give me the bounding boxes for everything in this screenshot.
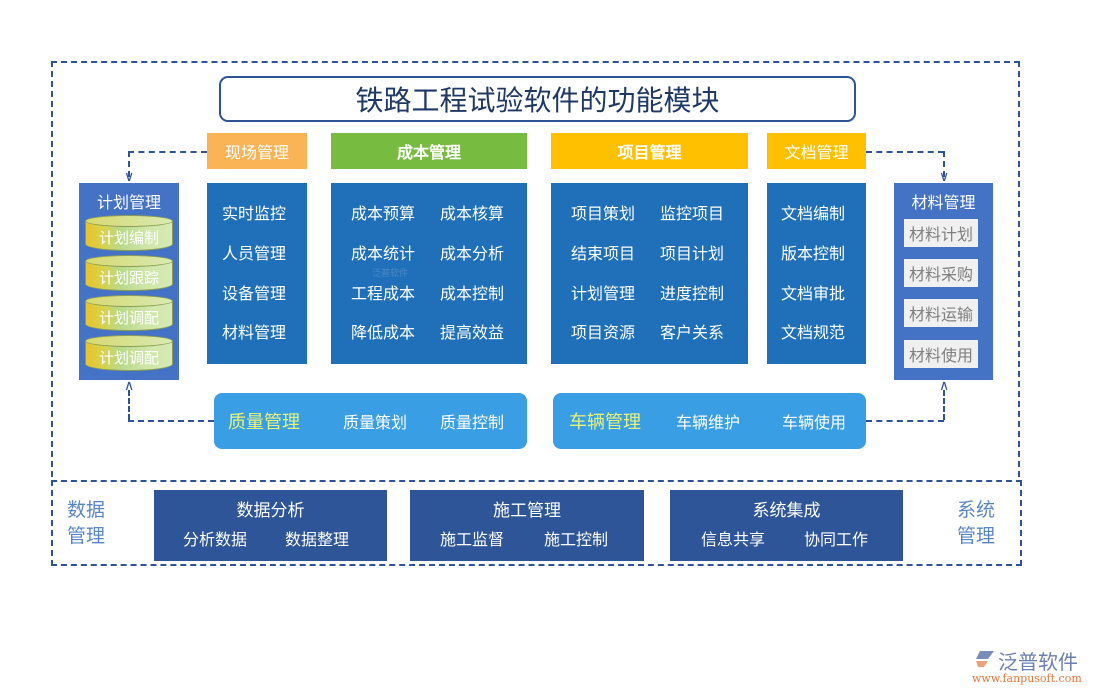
cost-management-header: 成本管理 bbox=[331, 133, 527, 169]
vehicle-management-bar: 车辆管理 车辆维护 车辆使用 bbox=[553, 393, 866, 449]
vehicle-management-header: 车辆管理 bbox=[569, 412, 641, 433]
cost-management-panel: 成本预算 成本核算 成本统计 成本分析 工程成本 成本控制 降低成本 提高效益 bbox=[331, 183, 527, 364]
module-item: 成本控制 bbox=[440, 284, 505, 303]
connector-line bbox=[943, 390, 945, 420]
data-analysis-box: 数据分析 分析数据 数据整理 bbox=[154, 490, 387, 561]
data-management-label: 数据 管理 bbox=[62, 497, 110, 549]
module-item: 材料采购 bbox=[904, 259, 978, 287]
module-item: 提高效益 bbox=[440, 323, 505, 342]
module-item: 计划管理 bbox=[571, 284, 636, 303]
system-management-label: 系统 管理 bbox=[952, 497, 1000, 549]
box-item: 施工控制 bbox=[544, 530, 609, 549]
module-item: 车辆维护 bbox=[676, 413, 741, 432]
box-title: 数据分析 bbox=[236, 501, 305, 521]
module-item: 质量策划 bbox=[343, 413, 408, 432]
module-item: 成本分析 bbox=[440, 244, 505, 263]
module-item: 设备管理 bbox=[222, 284, 287, 303]
module-item: 计划调配 bbox=[98, 349, 159, 367]
module-item: 质量控制 bbox=[440, 413, 505, 432]
connector-line bbox=[128, 151, 207, 153]
module-item: 材料管理 bbox=[222, 323, 287, 342]
company-logo: 泛普软件 www.fanpusoft.com bbox=[970, 646, 1090, 690]
module-item: 车辆使用 bbox=[782, 413, 847, 432]
document-management-panel: 文档编制 版本控制 文档审批 文档规范 bbox=[767, 183, 866, 364]
box-item: 施工监督 bbox=[440, 530, 505, 549]
module-item: 结束项目 bbox=[571, 244, 636, 263]
connector-line bbox=[866, 420, 944, 422]
module-item: 文档规范 bbox=[781, 323, 846, 342]
module-item: 人员管理 bbox=[222, 244, 287, 263]
connector-line bbox=[128, 420, 214, 422]
label-line: 管理 bbox=[66, 525, 105, 547]
box-title: 系统集成 bbox=[752, 501, 821, 521]
module-item: 计划编制 bbox=[98, 229, 159, 247]
cylinder-item: 计划调配 bbox=[85, 335, 173, 371]
site-management-panel: 实时监控 人员管理 设备管理 材料管理 bbox=[207, 183, 307, 364]
module-item: 材料运输 bbox=[904, 299, 978, 327]
box-item: 协同工作 bbox=[804, 530, 869, 549]
cylinder-item: 计划编制 bbox=[85, 215, 173, 251]
module-item: 监控项目 bbox=[660, 204, 725, 223]
box-item: 分析数据 bbox=[183, 530, 248, 549]
main-modules-frame bbox=[51, 61, 1020, 477]
connector-line bbox=[866, 151, 944, 153]
module-item: 客户关系 bbox=[660, 323, 725, 342]
module-item: 项目计划 bbox=[660, 244, 725, 263]
module-item: 项目策划 bbox=[571, 204, 636, 223]
arrow-down-icon: ∨ bbox=[124, 169, 135, 185]
diagram-title: 铁路工程试验软件的功能模块 bbox=[219, 76, 856, 122]
management-frame bbox=[51, 480, 1022, 566]
box-title: 施工管理 bbox=[493, 501, 561, 521]
module-item: 计划调配 bbox=[98, 309, 159, 327]
logo-url: www.fanpusoft.com bbox=[972, 672, 1082, 685]
module-item: 文档编制 bbox=[781, 204, 846, 223]
module-item: 降低成本 bbox=[351, 323, 416, 342]
project-management-header: 项目管理 bbox=[551, 133, 748, 169]
document-management-header: 文档管理 bbox=[767, 133, 866, 169]
logo-mark-icon bbox=[976, 651, 994, 667]
plan-management-header: 计划管理 bbox=[96, 193, 161, 212]
box-item: 数据整理 bbox=[285, 530, 350, 549]
box-item: 信息共享 bbox=[701, 530, 766, 549]
module-item: 项目资源 bbox=[571, 323, 636, 342]
module-item: 材料使用 bbox=[904, 340, 978, 368]
construction-management-box: 施工管理 施工监督 施工控制 bbox=[410, 490, 644, 561]
module-item: 文档审批 bbox=[781, 284, 846, 303]
module-item: 版本控制 bbox=[781, 244, 846, 263]
module-item: 工程成本 bbox=[351, 284, 416, 303]
connector-line bbox=[128, 151, 130, 177]
plan-management-panel: 计划管理 计划编制 计划跟踪 计划调配 计划调配 bbox=[79, 183, 179, 380]
arrow-up-icon: ∧ bbox=[124, 378, 135, 394]
label-line: 数据 bbox=[66, 499, 105, 521]
label-line: 管理 bbox=[956, 525, 995, 547]
material-management-header: 材料管理 bbox=[911, 193, 976, 212]
site-management-header: 现场管理 bbox=[207, 133, 307, 169]
module-item: 成本预算 bbox=[351, 204, 416, 223]
label-line: 系统 bbox=[956, 499, 995, 521]
quality-management-bar: 质量管理 质量策划 质量控制 bbox=[214, 393, 527, 449]
quality-management-header: 质量管理 bbox=[228, 412, 300, 433]
module-item: 进度控制 bbox=[660, 284, 725, 303]
project-management-panel: 项目策划 监控项目 结束项目 项目计划 计划管理 进度控制 项目资源 客户关系 bbox=[551, 183, 748, 364]
module-item: 成本统计 bbox=[351, 244, 416, 263]
cylinder-item: 计划跟踪 bbox=[85, 255, 173, 291]
module-item: 成本核算 bbox=[440, 204, 505, 223]
cylinder-item: 计划调配 bbox=[85, 295, 173, 331]
arrow-up-icon: ∧ bbox=[939, 378, 950, 394]
module-item: 计划跟踪 bbox=[98, 269, 159, 287]
logo-name: 泛普软件 bbox=[998, 650, 1078, 674]
module-item: 材料计划 bbox=[904, 219, 978, 247]
system-integration-box: 系统集成 信息共享 协同工作 bbox=[670, 490, 903, 561]
arrow-down-icon: ∨ bbox=[939, 169, 950, 185]
connector-line bbox=[128, 390, 130, 420]
module-item: 实时监控 bbox=[222, 204, 287, 223]
connector-line bbox=[943, 151, 945, 177]
watermark: 泛普软件 bbox=[372, 269, 409, 279]
material-management-panel: 材料管理 材料计划 材料采购 材料运输 材料使用 bbox=[894, 183, 993, 380]
